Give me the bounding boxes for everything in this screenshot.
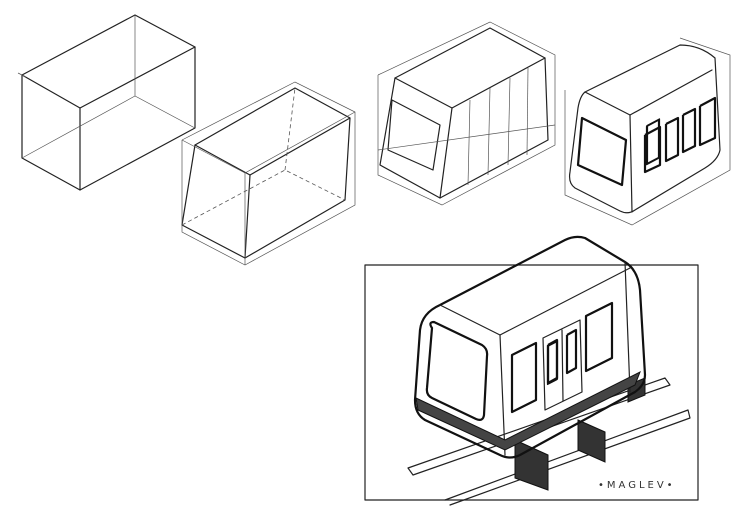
front-windshield xyxy=(425,320,489,421)
illustration-frame xyxy=(364,264,699,501)
step-4-body-with-windows xyxy=(564,37,731,226)
side-window xyxy=(510,341,538,414)
step-3-refined-body xyxy=(377,21,556,206)
door xyxy=(542,319,583,411)
maglev-caption: •MAGLEV• xyxy=(598,480,676,491)
final-maglev-illustration xyxy=(364,235,699,506)
side-window xyxy=(584,301,614,373)
step-2-tapered-box xyxy=(181,81,356,266)
step-1-box-wireframe xyxy=(17,14,196,191)
